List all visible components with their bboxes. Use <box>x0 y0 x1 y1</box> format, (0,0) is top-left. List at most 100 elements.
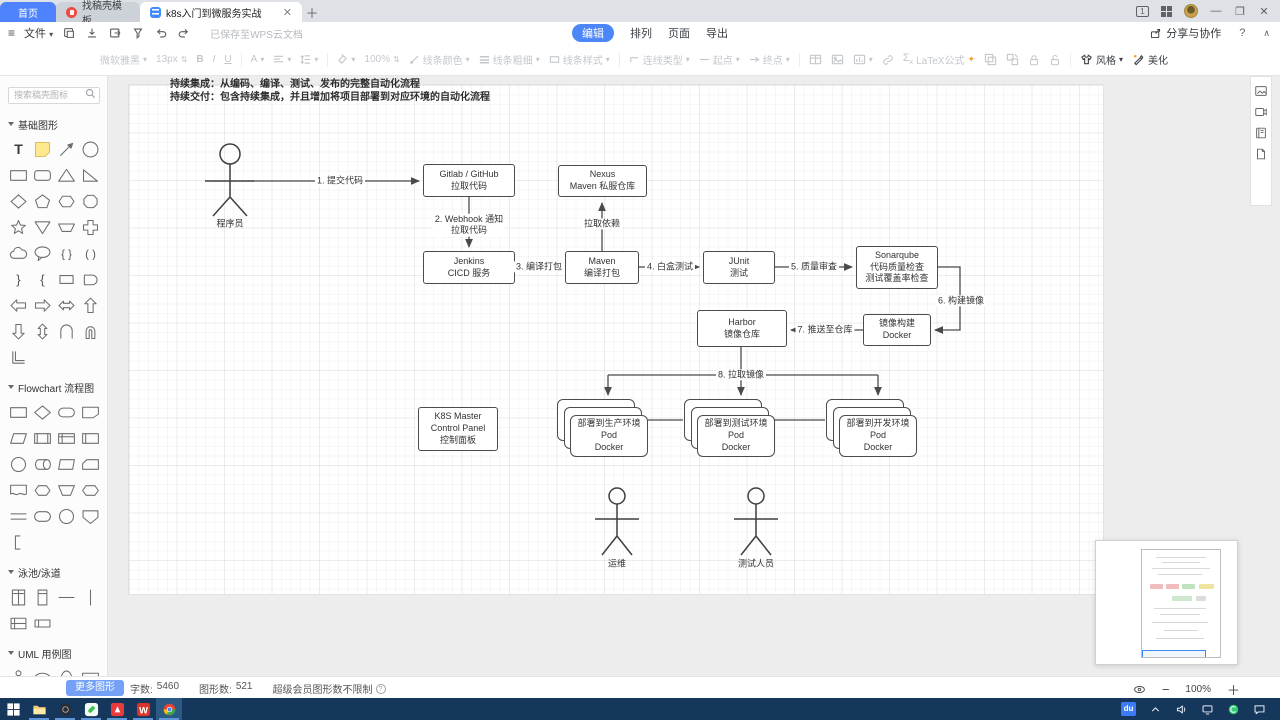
shape-brace-left[interactable]: { <box>31 268 54 291</box>
shape-line-h[interactable] <box>55 586 78 609</box>
help-icon[interactable]: ? <box>1239 27 1246 39</box>
shape-arrow-double-h[interactable] <box>55 294 78 317</box>
shape-fc-internal[interactable] <box>55 427 78 450</box>
shape-pool-v[interactable] <box>7 586 30 609</box>
shape-arrow-double-v[interactable] <box>31 320 54 343</box>
shape-sticky-note[interactable] <box>31 138 54 161</box>
media-panel-icon[interactable] <box>1254 105 1268 119</box>
shape-brace-right[interactable]: } <box>7 268 30 291</box>
edge-label-e5[interactable]: 4. 白盒测试 <box>644 261 696 273</box>
shape-fc-rounded-hex[interactable] <box>31 479 54 502</box>
shape-text[interactable]: T <box>7 138 30 161</box>
shape-arrow-right[interactable] <box>31 294 54 317</box>
tray-expand-icon[interactable] <box>1149 703 1162 716</box>
shape-pool-h[interactable] <box>7 612 30 635</box>
new-tab-button[interactable]: ＋ <box>305 5 319 21</box>
tab-home[interactable]: 首页 <box>0 2 56 22</box>
opacity-stepper[interactable]: 100%⇅ <box>364 54 400 65</box>
ime-badge[interactable]: du <box>1121 702 1136 716</box>
zoom-in-button[interactable]: ＋ <box>1226 683 1240 698</box>
apps-grid-icon[interactable] <box>1161 5 1172 17</box>
bold-button[interactable]: B <box>196 54 204 65</box>
shape-arrow-left[interactable] <box>7 294 30 317</box>
shape-fc-terminator[interactable] <box>55 401 78 424</box>
edge-label-e6[interactable]: 5. 质量审查 <box>788 261 840 273</box>
shape-fc-preparation[interactable] <box>79 479 102 502</box>
actor-label-ops[interactable]: 运维 <box>607 558 627 569</box>
canvas[interactable]: 持续集成：从编码、编译、测试、发布的完整自动化流程 持续交付：包含持续集成，并且… <box>108 76 1280 676</box>
actor-label-programmer[interactable]: 程序员 <box>216 218 244 229</box>
link-icon[interactable] <box>882 54 894 66</box>
edge-label-e4[interactable]: 3. 编译打包 <box>513 261 565 273</box>
shape-fc-predefined[interactable] <box>31 427 54 450</box>
shape-arrow-up[interactable] <box>79 294 102 317</box>
font-color-button[interactable]: A▾ <box>250 54 265 65</box>
zoom-out-button[interactable]: − <box>1161 682 1170 697</box>
shape-braces[interactable]: { } <box>55 242 78 265</box>
line-width-button[interactable]: 线条粗细▾ <box>479 52 540 67</box>
shape-hexagon[interactable] <box>55 190 78 213</box>
library-panel-icon[interactable] <box>1254 126 1268 140</box>
shape-fc-document[interactable] <box>7 479 30 502</box>
tab-document[interactable]: k8s入门到微服务实战 ✕ <box>140 2 302 22</box>
menu-export[interactable]: 导出 <box>706 28 728 40</box>
red-app-icon[interactable] <box>104 698 130 720</box>
shape-fc-stadium[interactable] <box>31 505 54 528</box>
shape-right-triangle[interactable] <box>79 164 102 187</box>
shape-arrow-down[interactable] <box>7 320 30 343</box>
ungroup-button[interactable] <box>1006 53 1019 66</box>
actor-label-tester[interactable]: 测试人员 <box>737 558 775 569</box>
lock-icon[interactable] <box>1028 54 1040 66</box>
shape-fc-das[interactable] <box>31 453 54 476</box>
zoom-level[interactable]: 100% <box>1185 684 1211 695</box>
beautify-button[interactable]: 美化 <box>1132 52 1168 67</box>
edge-label-e1[interactable]: 1. 提交代码 <box>314 175 366 187</box>
shape-fc-subroutine[interactable] <box>79 427 102 450</box>
restore-button[interactable]: ❐ <box>1235 5 1245 18</box>
shape-fc-double-line[interactable] <box>7 505 30 528</box>
section-header[interactable]: Flowchart 流程图 <box>0 371 107 399</box>
shape-uml-ellipse[interactable] <box>31 667 54 676</box>
chrome-icon[interactable] <box>156 698 182 720</box>
start-button[interactable] <box>0 698 26 720</box>
file-explorer-icon[interactable] <box>26 698 52 720</box>
shape-lane-h[interactable] <box>31 612 54 635</box>
shape-fc-connector[interactable] <box>7 453 30 476</box>
preview-eye-icon[interactable] <box>1133 683 1146 696</box>
section-header[interactable]: 泳池/泳道 <box>0 556 107 584</box>
hamburger-icon[interactable]: ≡ <box>8 26 16 40</box>
green-pill-app-icon[interactable] <box>78 698 104 720</box>
avatar[interactable] <box>1184 4 1198 18</box>
undo-icon[interactable] <box>154 26 168 40</box>
minimap-viewport[interactable] <box>1142 650 1206 657</box>
shape-rectangle[interactable] <box>7 164 30 187</box>
font-family-select[interactable]: 微软雅黑▾ <box>100 55 148 67</box>
minimize-button[interactable]: — <box>1210 5 1222 17</box>
shape-uml-oval[interactable] <box>55 667 78 676</box>
underline-button[interactable]: U <box>224 54 232 65</box>
shape-speech-bubble[interactable] <box>31 242 54 265</box>
shape-u-shape-narrow[interactable] <box>79 320 102 343</box>
shape-inverted-triangle[interactable] <box>31 216 54 239</box>
shape-pen[interactable] <box>55 138 78 161</box>
action-center-icon[interactable] <box>1253 703 1266 716</box>
shape-cross[interactable] <box>79 216 102 239</box>
chart-icon[interactable]: ▾ <box>853 53 873 66</box>
shape-fc-card[interactable] <box>79 453 102 476</box>
shape-triangle[interactable] <box>55 164 78 187</box>
file-menu[interactable]: 文件 ▾ <box>24 28 54 40</box>
align-button[interactable]: ▾ <box>273 54 291 65</box>
edge-label-e2[interactable]: 2. Webhook 通知拉取代码 <box>432 213 506 237</box>
shape-lane-v[interactable] <box>31 586 54 609</box>
security-app-icon[interactable] <box>1227 703 1240 716</box>
